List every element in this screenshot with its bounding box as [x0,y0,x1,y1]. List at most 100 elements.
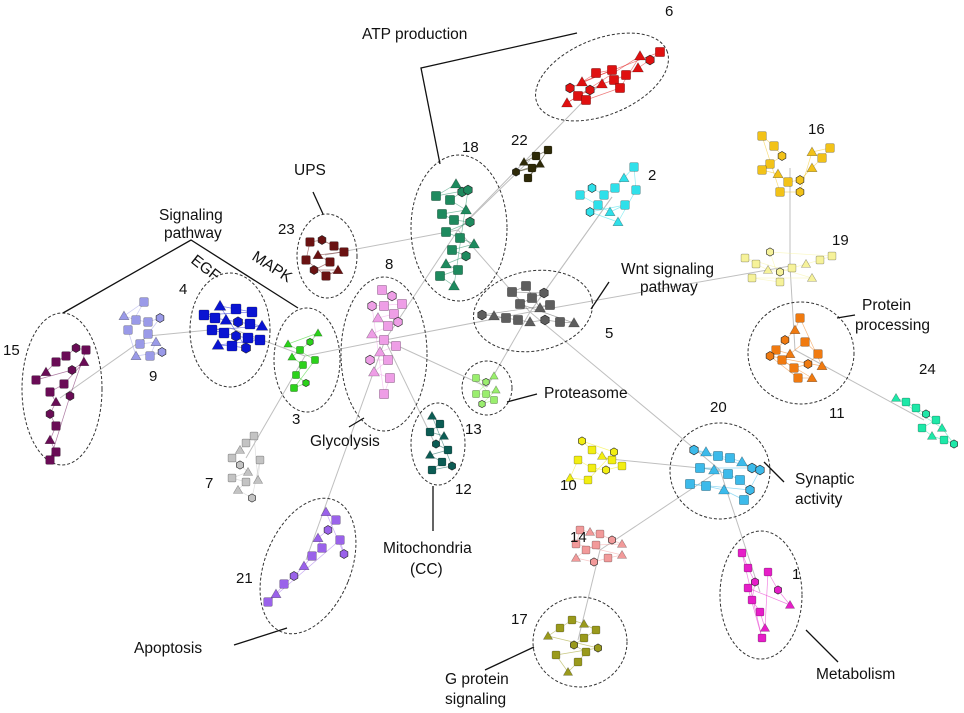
module-8-outline [340,276,428,432]
edge-20-14 [599,469,721,551]
module-14-node [571,539,581,549]
module-node-clusters [31,47,958,676]
module-19-node [800,258,812,268]
module-18-node [447,245,457,255]
module-5-node [507,287,517,297]
module-16-node [777,151,787,161]
module-number-13: 13 [465,421,482,438]
module-11-node [795,313,805,323]
module-3-node [311,356,319,364]
module-10-node [617,461,627,471]
module-4-link [219,305,247,349]
module-15-link [35,369,73,381]
module-14-link [575,543,623,556]
module-9-link [127,329,137,357]
module-17-node [594,643,602,653]
module-number-20: 20 [710,399,727,416]
module-7-node [232,484,244,494]
module-4-node [241,342,251,354]
label-wnt-line2: pathway [640,279,698,296]
module-1-node [757,633,767,643]
module-15-node [61,351,71,361]
module-11-node [765,351,775,361]
module-9-node [155,313,165,323]
module-7-node [241,477,251,487]
module-numbers: 6 22 18 16 2 23 19 8 4 15 9 5 24 3 11 20… [3,3,936,628]
module-19-node [815,255,825,265]
module-11-node [789,363,799,373]
module-number-10: 10 [560,477,577,494]
module-6-node [609,75,619,85]
module-12-nodes [424,410,456,475]
module-21-node [312,532,324,542]
module-2-node [629,162,639,172]
module-7-link [253,435,259,481]
module-3-link [293,359,316,389]
module-3-node [313,328,323,337]
module-9-node [139,297,149,307]
module-number-14: 14 [570,529,587,546]
label-synaptic-line2: activity [795,491,843,508]
module-15-node [81,345,91,355]
module-22-node [518,156,530,166]
module-20-nodes [685,444,765,505]
module-15-node [44,434,56,444]
module-6-node [655,47,665,57]
module-2-node [612,216,624,226]
module-23-node [321,271,331,281]
module-14-node [603,553,613,563]
module-12-outline [410,402,466,486]
module-8-node [367,300,377,312]
module-5-node [527,293,537,303]
edge-18-5 [457,229,531,313]
module-16-nodes [757,131,835,197]
module-15-node [67,365,77,375]
module-10-node [610,447,618,457]
module-14-node [575,525,585,535]
module-8-node [379,389,389,399]
module-21-node [263,597,273,607]
module-1-node [755,607,765,617]
module-13-node [482,390,490,398]
module-3-link [287,332,319,345]
module-2-node [631,185,641,195]
module-5-node [534,302,546,313]
module-22-node [512,167,520,177]
module-5-nodes [477,281,580,328]
module-15-node [45,409,55,419]
annotation-leader-lines [62,32,856,671]
module-5-link [519,303,575,324]
module-12-link [431,415,453,467]
module-18-node [445,195,455,205]
module-20-link [743,469,761,501]
module-19-node [762,264,774,274]
leader-glycolysis [348,417,365,428]
module-6-node [591,68,601,78]
module-8-node [372,312,384,323]
module-21-node [317,543,327,553]
module-number-3: 3 [292,411,300,428]
module-11-node [777,355,787,365]
module-12-node [426,410,438,420]
module-7-node [227,473,237,483]
module-16-node [765,159,775,169]
module-number-2: 2 [648,167,656,184]
module-6-nodes [561,47,665,108]
label-metabolism: Metabolism [816,666,895,683]
module-19-nodes [740,247,837,287]
module-21-node [307,551,317,561]
module-4-node [244,318,256,330]
module-4-node [218,327,230,339]
module-18-node [465,216,475,228]
module-13-node [482,377,490,387]
module-2-node [575,190,585,200]
module-7-nodes [227,431,265,503]
label-protein-line1: Protein [862,297,911,314]
module-number-7: 7 [205,475,213,492]
module-20-node [755,464,765,476]
module-2-nodes [575,162,641,226]
module-6-node [576,76,588,87]
module-3-outline [273,307,341,413]
module-2-node [593,200,603,210]
